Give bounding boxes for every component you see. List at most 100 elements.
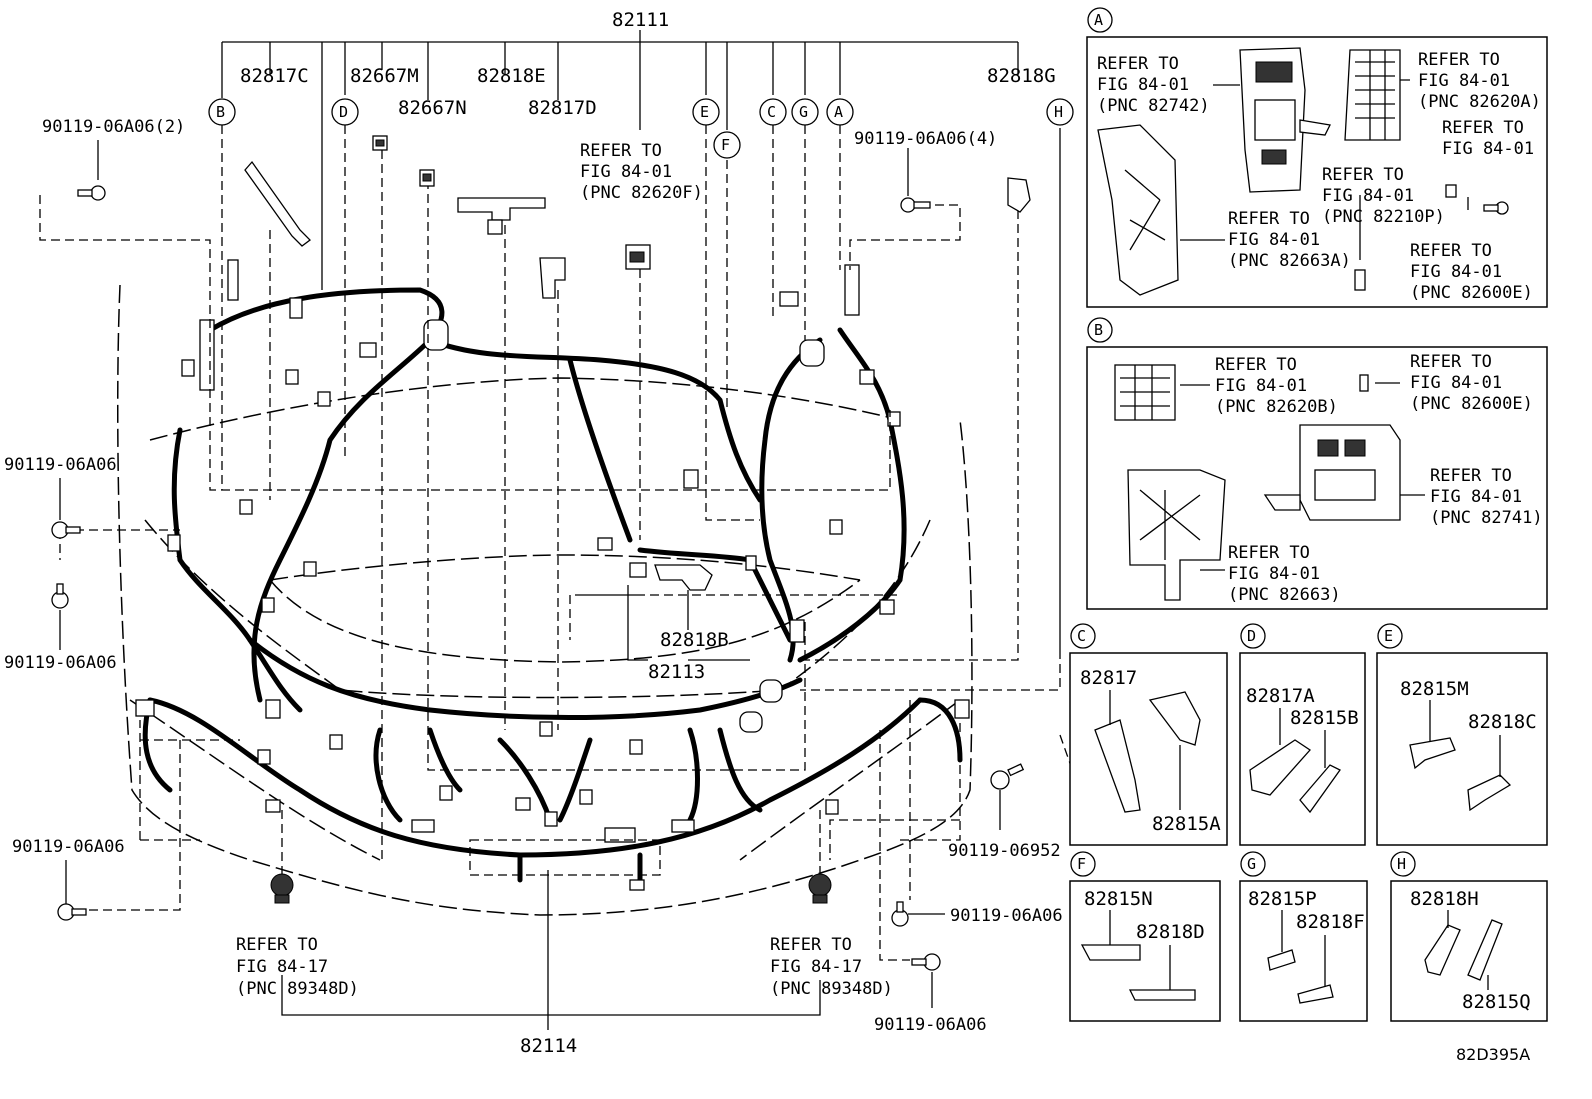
clip-icon bbox=[51, 521, 81, 539]
svg-text:82815Q: 82815Q bbox=[1462, 991, 1531, 1013]
svg-text:FIG 84-01: FIG 84-01 bbox=[1442, 139, 1534, 159]
svg-text:H: H bbox=[1397, 855, 1406, 873]
part-82818B bbox=[654, 564, 713, 591]
svg-text:(PNC 82663): (PNC 82663) bbox=[1228, 585, 1341, 605]
svg-text:(PNC 82663A): (PNC 82663A) bbox=[1228, 251, 1351, 271]
svg-text:REFER TO: REFER TO bbox=[1097, 54, 1179, 74]
panel-A: A REFER TO FIG 84-01 (PNC 82742) REFER T… bbox=[1086, 7, 1548, 308]
label-82818E: 82818E bbox=[477, 65, 546, 87]
main-dashed-leaders bbox=[39, 125, 1140, 961]
panel-H: H 82818H 82815Q bbox=[1390, 851, 1548, 1022]
svg-text:82818H: 82818H bbox=[1410, 888, 1479, 910]
svg-text:(PNC 82741): (PNC 82741) bbox=[1430, 508, 1543, 528]
panel-G: G 82815P 82818F bbox=[1239, 851, 1368, 1022]
harness-connectors bbox=[135, 259, 970, 891]
svg-text:(PNC 82210P): (PNC 82210P) bbox=[1322, 207, 1445, 227]
svg-text:FIG 84-01: FIG 84-01 bbox=[1097, 75, 1189, 95]
svg-text:REFER TO: REFER TO bbox=[1410, 241, 1492, 261]
clip-icon bbox=[77, 140, 106, 201]
panel-A-callout: A bbox=[1094, 11, 1103, 29]
callout-B: B bbox=[216, 103, 225, 121]
svg-text:D: D bbox=[1247, 627, 1256, 645]
svg-text:FIG 84-17: FIG 84-17 bbox=[236, 957, 328, 977]
bracket-82663A bbox=[1097, 124, 1179, 296]
svg-text:(PNC 89348D): (PNC 89348D) bbox=[236, 979, 359, 999]
clip-icon bbox=[900, 197, 931, 213]
callout-H: H bbox=[1054, 103, 1063, 121]
part-82210P bbox=[1445, 184, 1457, 198]
label-clip-c: 90119-06A06 bbox=[12, 837, 125, 857]
svg-text:82815A: 82815A bbox=[1152, 813, 1221, 835]
svg-text:REFER TO: REFER TO bbox=[1430, 466, 1512, 486]
svg-text:(PNC 89348D): (PNC 89348D) bbox=[770, 979, 893, 999]
relay-block-82741 bbox=[1263, 424, 1401, 521]
svg-text:FIG 84-01: FIG 84-01 bbox=[1418, 71, 1510, 91]
svg-text:FIG 84-01: FIG 84-01 bbox=[1228, 230, 1320, 250]
label-82113: 82113 bbox=[648, 661, 705, 683]
svg-text:G: G bbox=[1247, 855, 1256, 873]
callout-A: A bbox=[834, 103, 843, 121]
label-leaders bbox=[221, 42, 1061, 650]
svg-text:REFER TO: REFER TO bbox=[236, 935, 318, 955]
label-clip-b: 90119-06A06 bbox=[4, 653, 117, 673]
svg-text:REFER TO: REFER TO bbox=[770, 935, 852, 955]
refer-89348D-left: REFER TO FIG 84-17 (PNC 89348D) bbox=[236, 935, 359, 999]
svg-text:FIG 84-17: FIG 84-17 bbox=[770, 957, 862, 977]
svg-text:(PNC 82620B): (PNC 82620B) bbox=[1215, 397, 1338, 417]
panel-B: B REFER TO FIG 84-01 (PNC 82620B) REFER … bbox=[1086, 317, 1548, 610]
fuse-block-82620A bbox=[1344, 49, 1401, 141]
svg-text:REFER TO: REFER TO bbox=[1322, 165, 1404, 185]
clip-icon bbox=[57, 903, 87, 921]
clip-icon bbox=[891, 901, 909, 927]
label-90119-06952: 90119-06952 bbox=[948, 841, 1061, 861]
svg-text:82815P: 82815P bbox=[1248, 888, 1317, 910]
label-82111: 82111 bbox=[612, 9, 669, 31]
svg-text:FIG 84-01: FIG 84-01 bbox=[1228, 564, 1320, 584]
grommet-left bbox=[270, 873, 294, 904]
part-82818G bbox=[1007, 177, 1031, 213]
part-82620F bbox=[625, 244, 651, 270]
part-82667N bbox=[419, 169, 435, 187]
bolt-icon bbox=[1483, 201, 1509, 215]
svg-text:82818C: 82818C bbox=[1468, 711, 1537, 733]
svg-text:82815B: 82815B bbox=[1290, 707, 1359, 729]
top-callouts: B D E F C G A H bbox=[208, 98, 1074, 159]
svg-text:(PNC 82620A): (PNC 82620A) bbox=[1418, 92, 1541, 112]
diagram-code: 82D395A bbox=[1456, 1045, 1530, 1064]
label-82818B: 82818B bbox=[660, 629, 729, 651]
svg-text:FIG 84-01: FIG 84-01 bbox=[1410, 262, 1502, 282]
svg-text:82818D: 82818D bbox=[1136, 921, 1205, 943]
panel-B-callout: B bbox=[1094, 321, 1103, 339]
label-clip-4: 90119-06A06(4) bbox=[854, 129, 997, 149]
svg-text:REFER TO: REFER TO bbox=[580, 141, 662, 161]
svg-text:FIG 84-01: FIG 84-01 bbox=[1215, 376, 1307, 396]
svg-text:C: C bbox=[1077, 627, 1086, 645]
svg-text:(PNC 82600E): (PNC 82600E) bbox=[1410, 283, 1533, 303]
panel-D: D 82817A 82815B bbox=[1239, 623, 1366, 846]
svg-text:REFER TO: REFER TO bbox=[1228, 543, 1310, 563]
svg-text:(PNC 82742): (PNC 82742) bbox=[1097, 96, 1210, 116]
panel-E: E 82815M 82818C bbox=[1376, 623, 1548, 846]
svg-text:82815M: 82815M bbox=[1400, 678, 1469, 700]
svg-text:REFER TO: REFER TO bbox=[1215, 355, 1297, 375]
part-82817C bbox=[244, 160, 311, 247]
callout-C: C bbox=[767, 103, 776, 121]
svg-text:REFER TO: REFER TO bbox=[1442, 118, 1524, 138]
panel-C: C 82817 82815A bbox=[1069, 623, 1228, 846]
label-82817C: 82817C bbox=[240, 65, 309, 87]
svg-text:F: F bbox=[1077, 855, 1086, 873]
svg-text:REFER TO: REFER TO bbox=[1228, 209, 1310, 229]
label-82114: 82114 bbox=[520, 1035, 577, 1057]
callout-F: F bbox=[721, 136, 730, 154]
clip-icon bbox=[911, 953, 941, 971]
part-82667M bbox=[372, 135, 388, 151]
relay-block-82742 bbox=[1239, 47, 1331, 193]
label-clip-e: 90119-06A06 bbox=[874, 1015, 987, 1035]
svg-text:(PNC 82600E): (PNC 82600E) bbox=[1410, 394, 1533, 414]
fuse-block-82620B bbox=[1114, 364, 1176, 421]
svg-text:82818F: 82818F bbox=[1296, 911, 1365, 933]
svg-text:REFER TO: REFER TO bbox=[1418, 50, 1500, 70]
svg-text:82815N: 82815N bbox=[1084, 888, 1153, 910]
svg-text:FIG 84-01: FIG 84-01 bbox=[580, 162, 672, 182]
